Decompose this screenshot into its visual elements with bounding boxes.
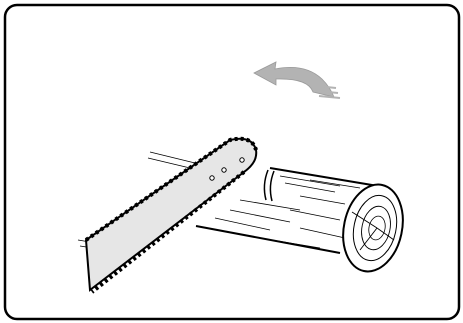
- rotation-arrow-icon: [253, 61, 341, 99]
- log-icon: [195, 167, 404, 273]
- chainsaw-bar-icon: [77, 136, 258, 294]
